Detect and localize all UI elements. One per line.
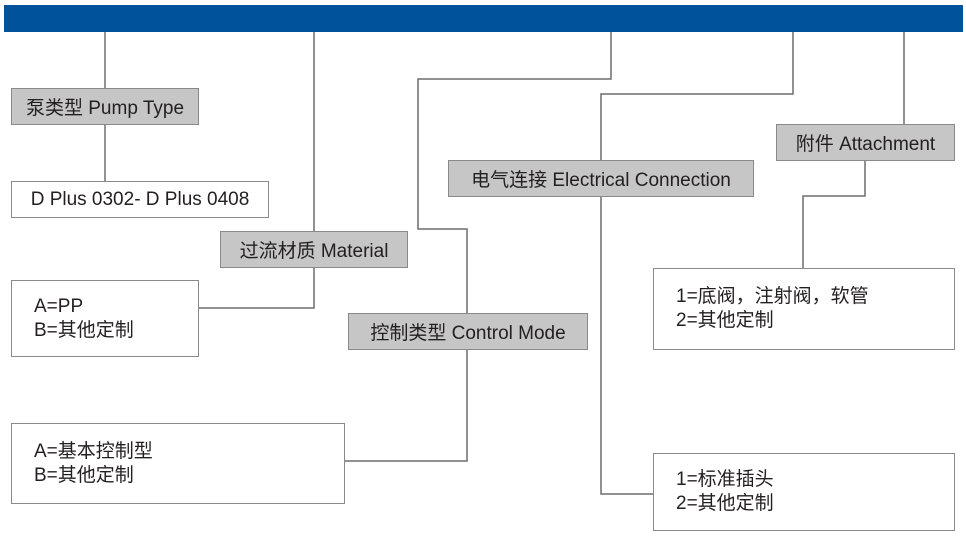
electrical-connection-options: 1=标准插头 2=其他定制: [653, 453, 955, 531]
attachment-label: 附件 Attachment: [776, 124, 955, 161]
option-text: A=PP: [34, 295, 84, 317]
option-text: B=其他定制: [34, 464, 134, 486]
electrical-connection-label-text: 电气连接 Electrical Connection: [471, 170, 731, 191]
attachment-label-text: 附件 Attachment: [795, 134, 936, 155]
option-text: 2=其他定制: [676, 310, 774, 331]
attachment-options: 1=底阀，注射阀，软管 2=其他定制: [653, 268, 955, 350]
option-text: B=其他定制: [34, 319, 134, 341]
material-options: A=PP B=其他定制: [11, 280, 199, 357]
option-text: A=基本控制型: [34, 440, 153, 462]
connector-control-mode-value: [345, 350, 468, 462]
connector-control-mode: [417, 32, 612, 313]
connector-electrical: [600, 32, 794, 160]
header-bar: [4, 5, 963, 32]
pump-type-options: D Plus 0302- D Plus 0408: [11, 181, 269, 218]
material-label-text: 过流材质 Material: [239, 241, 389, 262]
material-label: 过流材质 Material: [220, 231, 408, 268]
pump-type-label-text: 泵类型 Pump Type: [25, 98, 185, 119]
option-text: 2=其他定制: [676, 493, 774, 514]
control-mode-options: A=基本控制型 B=其他定制: [11, 423, 345, 504]
option-text: 1=底阀，注射阀，软管: [676, 286, 869, 307]
option-text: 1=标准插头: [676, 469, 774, 490]
pump-type-label: 泵类型 Pump Type: [11, 88, 199, 125]
connector-electrical-value: [600, 197, 653, 495]
electrical-connection-label: 电气连接 Electrical Connection: [448, 160, 754, 197]
control-mode-label: 控制类型 Control Mode: [348, 313, 588, 350]
connector-attachment-value: [802, 161, 866, 268]
connector-material-value: [199, 268, 315, 309]
option-text: D Plus 0302- D Plus 0408: [30, 188, 250, 210]
control-mode-label-text: 控制类型 Control Mode: [370, 323, 566, 344]
